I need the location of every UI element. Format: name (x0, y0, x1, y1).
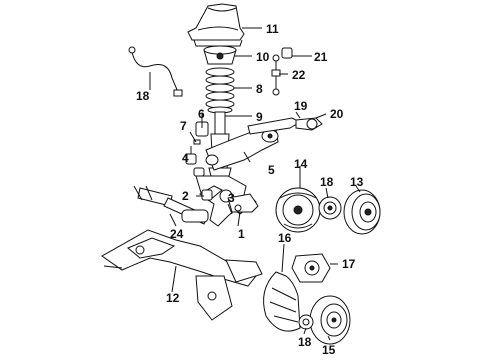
callout-8: 8 (256, 82, 263, 96)
brake-hose-part (128, 46, 183, 97)
strut-mount-part (187, 3, 245, 47)
callout-5: 5 (268, 163, 275, 177)
callout-20: 19 (294, 99, 308, 113)
callout-22: 21 (314, 50, 328, 64)
callout-19: 18 (136, 89, 150, 103)
callout-16: 16 (278, 231, 292, 245)
callout-11: 11 (266, 22, 279, 36)
callout-12: 12 (166, 291, 180, 305)
callout-15: 15 (322, 343, 336, 357)
callout-24: 24 (170, 227, 184, 241)
callout-14: 14 (294, 157, 308, 171)
splash-shield-part (263, 271, 301, 332)
brake-rotor-part (309, 295, 351, 345)
callout-1: 1 (238, 227, 245, 241)
leader-lines (149, 27, 361, 341)
callout-18-lower: 18 (298, 335, 312, 349)
callout-21: 20 (330, 107, 344, 121)
callout-18-upper: 18 (320, 175, 334, 189)
coil-spring-part (205, 67, 235, 114)
callout-2: 2 (182, 189, 189, 203)
backing-plate-part (275, 187, 321, 233)
callout-23: 22 (292, 68, 306, 82)
front-bearing-part (298, 314, 314, 330)
lower-link-part (227, 193, 259, 213)
callout-13: 13 (350, 175, 364, 189)
stabilizer-link-part (271, 47, 293, 96)
callout-7: 7 (180, 119, 187, 133)
callout-4: 4 (182, 151, 189, 165)
half-shaft-part (133, 185, 209, 225)
lower-control-arm-part (205, 127, 279, 171)
upper-spring-seat-part (203, 45, 237, 65)
callout-9: 9 (256, 110, 263, 124)
stabilizer-bushing-part (185, 121, 209, 177)
callout-6: 6 (198, 107, 205, 121)
brake-drum-part (343, 189, 381, 235)
crossmember-part (101, 229, 263, 321)
rear-hub-part (318, 196, 342, 220)
front-hub-part (291, 253, 331, 283)
callout-17: 17 (342, 257, 356, 271)
callout-3: 3 (228, 191, 235, 205)
callout-10: 10 (256, 50, 270, 64)
trailing-arm-part (247, 117, 323, 135)
